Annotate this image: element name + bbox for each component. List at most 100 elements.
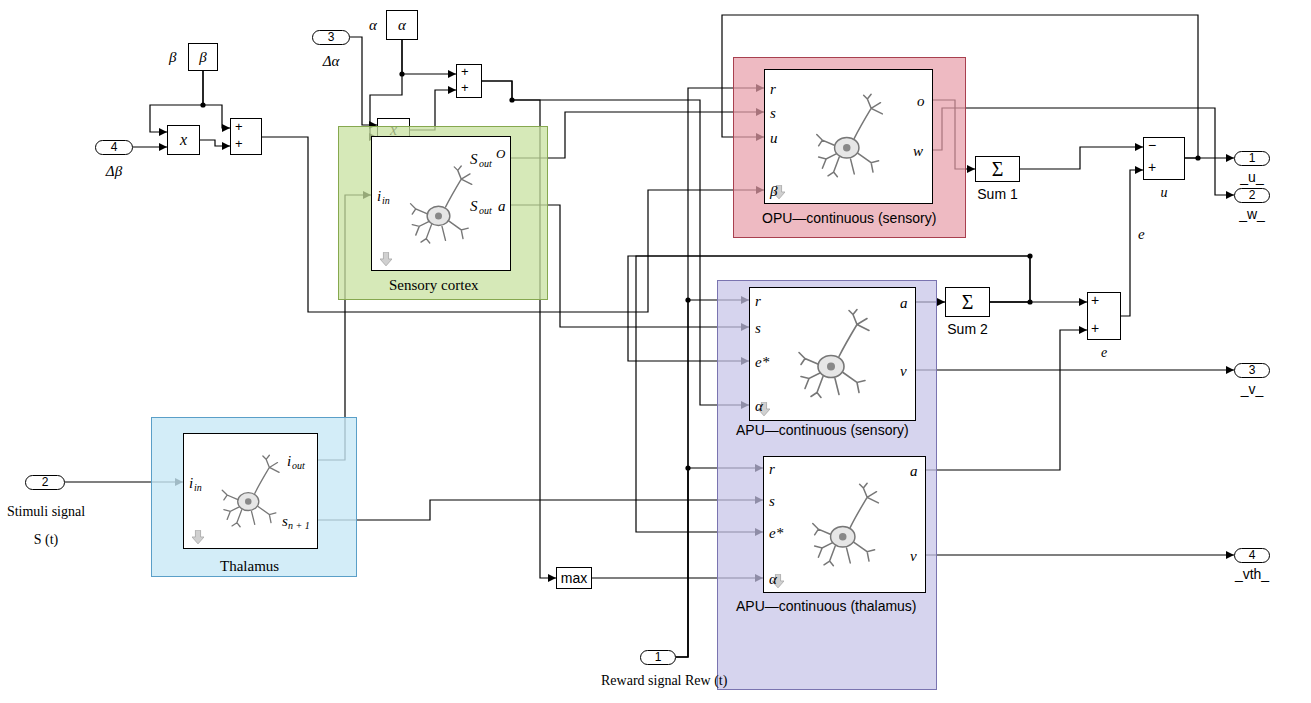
block-label: 1 [1205,152,1299,165]
neuron-picture [411,166,472,243]
block-label: a [910,463,918,480]
signal-wire [926,554,1234,555]
outside-label: Stimuli signal S (t) [4,498,88,554]
block-label: 3 [283,31,379,44]
outport: 1_u_ [1234,151,1270,166]
block-label: e* [769,525,783,542]
outside-label: Δα [283,53,379,70]
max-block: max [556,567,592,589]
neuron-icon [813,88,888,183]
block-label: 4 [66,141,162,154]
block-label: v [910,548,917,565]
block-label: + [461,81,469,95]
block-label: i [377,188,381,205]
block-label: s [282,513,288,530]
constant-block: αα [386,10,418,40]
opu-region: OPU—continuous (sensory)rsuβow [733,57,966,238]
block-label: u [770,130,778,147]
block-label: α [357,17,447,34]
outport: 4_vth_ [1234,548,1270,563]
neuron-icon [407,162,477,247]
block-label: S [470,198,478,215]
outside-label: Δβ [66,163,162,180]
block-label: 2 [0,476,94,489]
signal-wire [511,112,764,158]
signal-wire [203,71,230,128]
block-label: in [194,482,202,493]
block-label: + [1148,160,1156,175]
sensory-region: Sensory cortexiinSoutOSouta [338,126,548,300]
sum-block: ΣSum 2 [945,287,990,317]
sum-block: ++ [456,64,482,98]
block-label: 2 [1205,189,1299,202]
neuron-icon [809,477,884,572]
outside-label: e [1058,345,1150,360]
block-label: APU—continuous (sensory) [736,423,909,438]
neuron-icon [795,306,875,401]
block-label: + [1091,321,1099,336]
block-label: Σ [916,291,1019,313]
signal-wire [133,146,167,147]
block-label: out [292,460,305,471]
block-label: i [287,453,291,470]
signal-wire [933,108,1234,195]
block-label: i [189,475,193,492]
signal-wire [402,40,456,74]
sum-block: −+u [1143,137,1185,180]
block-label: β [159,49,247,66]
junction-dots [200,71,1200,470]
block-label: s [755,320,761,337]
block-label: β [770,183,777,200]
inport: 3Δα [312,30,350,45]
outside-label: _vth_ [1205,567,1299,582]
outside-label: β [169,49,176,66]
signal-wire [410,90,456,130]
inport: 4Δβ [95,140,133,155]
outside-label: Sum 2 [916,322,1019,337]
neuron-block: iinioutsn + 1 [183,433,318,549]
outside-label: Reward signal Rew (t) [601,673,727,688]
block-label: + [461,65,469,79]
neuron-block: rse*αav [749,287,916,421]
outport: 3_v_ [1234,363,1270,378]
sum-block: ++e [1087,292,1121,340]
block-label: Thalamus [220,558,279,575]
block-label: − [1148,138,1156,153]
block-label: 4 [1205,549,1299,562]
signal-wire [350,37,377,125]
block-label: APU—continuous (thalamus) [736,599,917,614]
sum-block: ++ [230,118,262,155]
block-label: o [917,93,925,110]
signal-wire [916,369,1234,370]
outside-label: α [369,17,377,34]
signal-wire [318,500,763,520]
neuron-picture [813,483,879,566]
signal-wire [1020,147,1143,169]
signal-wire [150,71,203,132]
block-label: r [769,461,775,478]
block-label: Sensory cortex [389,277,479,294]
neuron-block: rsuβow [764,69,933,204]
apu-region: APU—continuous (sensory) APU—continuous (… [717,280,937,690]
block-label: α [755,398,763,415]
inport: 1Reward signal Rew (t) [640,650,676,665]
block-label: S [470,151,478,168]
block-label: s [770,105,776,122]
block-label: in [382,195,390,206]
outside-label: u [1114,185,1214,200]
outside-label: _u_ [1205,170,1299,185]
block-label: α [769,571,777,588]
block-label: OPU—continuous (sensory) [762,211,936,226]
block-label: x [138,131,229,149]
outport: 2_w_ [1234,188,1270,203]
block-label: r [770,81,776,98]
mask-arrow-icon [192,530,204,544]
block-label: + [235,120,243,134]
signal-wire [1185,157,1234,158]
block-label: n + 1 [288,520,310,531]
neuron-block: iinSoutOSouta [371,136,511,271]
block-label: O [496,147,505,161]
outside-label: _w_ [1205,207,1299,222]
